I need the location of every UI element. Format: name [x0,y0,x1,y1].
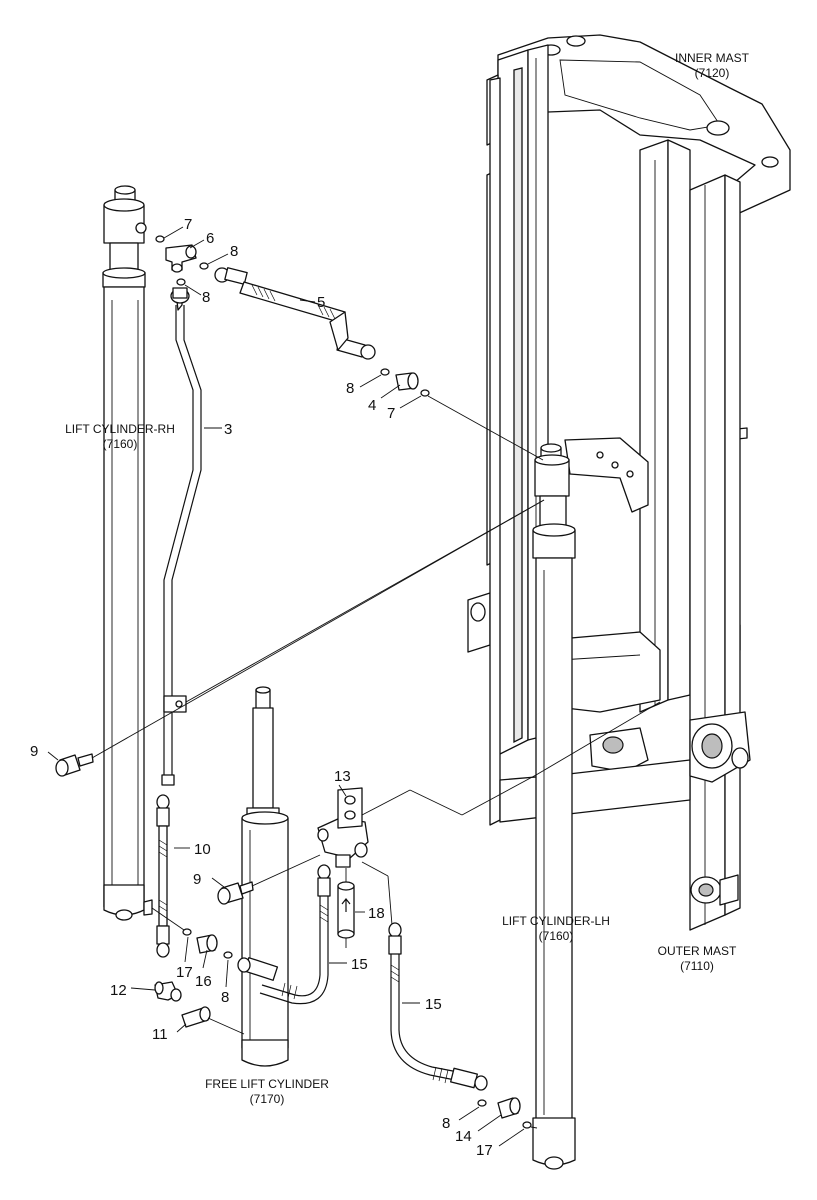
hose-15-middle [237,864,331,1005]
tee-12 [154,981,182,1002]
adapter-16 [196,934,218,954]
o-ring-7-icon [420,389,430,397]
o-ring-8-icon [176,278,186,286]
o-ring-8-icon [477,1099,487,1107]
callout-17: 17 [476,1142,493,1159]
callout-9: 9 [30,743,38,760]
bolt-9-upper [55,753,94,777]
leader-lines [47,226,525,1147]
callout-18: 18 [368,905,385,922]
lift-cylinder-rh-code: (7160) [103,437,138,451]
o-ring-17-icon [522,1121,532,1129]
o-ring-17-icon [182,928,192,936]
lift-cylinder-rh [102,185,153,921]
hose-10 [156,794,170,958]
o-ring-8-icon [380,368,390,376]
callout-3: 3 [224,421,232,438]
callout-9: 9 [193,871,201,888]
mount-hole-icon [566,35,586,47]
callout-7: 7 [387,405,395,422]
mount-hole-icon [761,156,779,168]
o-ring-7-icon [155,235,165,243]
valve-block-13 [317,787,369,868]
bolt-9-lower [217,881,254,905]
callout-8: 8 [442,1115,450,1132]
inner-mast-code: (7120) [695,66,730,80]
mount-hole-icon [706,120,730,136]
callout-8: 8 [221,989,229,1006]
callout-8: 8 [202,289,210,306]
callout-15: 15 [351,956,368,973]
inner-mast [467,34,791,773]
callout-5: 5 [317,294,325,311]
callout-11: 11 [152,1026,168,1043]
callout-14: 14 [455,1128,472,1145]
hose-15-right [361,861,488,1091]
outer-mast-label: OUTER MAST [658,944,737,958]
free-lift-cylinder [241,686,289,1067]
inner-mast-label: INNER MAST [675,51,750,65]
adapter-4 [395,372,419,391]
callout-15: 15 [425,996,442,1013]
free-lift-cylinder-code: (7170) [250,1092,285,1106]
callout-13: 13 [334,768,351,785]
lift-cylinder-lh-label: LIFT CYLINDER-LH [502,914,610,928]
o-ring-8-icon [199,262,209,270]
callout-16: 16 [195,973,212,990]
callout-12: 12 [110,982,127,999]
filter-18 [337,881,355,939]
callout-17: 17 [176,964,193,981]
outer-mast-code: (7110) [680,959,714,973]
pipe-3 [161,287,202,786]
lift-cylinder-rh-label: LIFT CYLINDER-RH [65,422,175,436]
callout-8: 8 [230,243,238,260]
connector-11 [181,1006,211,1028]
hose-5 [214,267,376,360]
callout-7: 7 [184,216,192,233]
callout-4: 4 [368,397,376,414]
o-ring-8-icon [223,951,233,959]
lift-cylinder-lh-code: (7160) [539,929,574,943]
callout-10: 10 [194,841,211,858]
callout-8: 8 [346,380,354,397]
adapter-14 [497,1097,521,1119]
lift-cylinder-lh [532,443,576,1170]
callout-6: 6 [206,230,214,247]
tee-fitting-6 [165,244,197,273]
free-lift-cylinder-label: FREE LIFT CYLINDER [205,1077,329,1091]
